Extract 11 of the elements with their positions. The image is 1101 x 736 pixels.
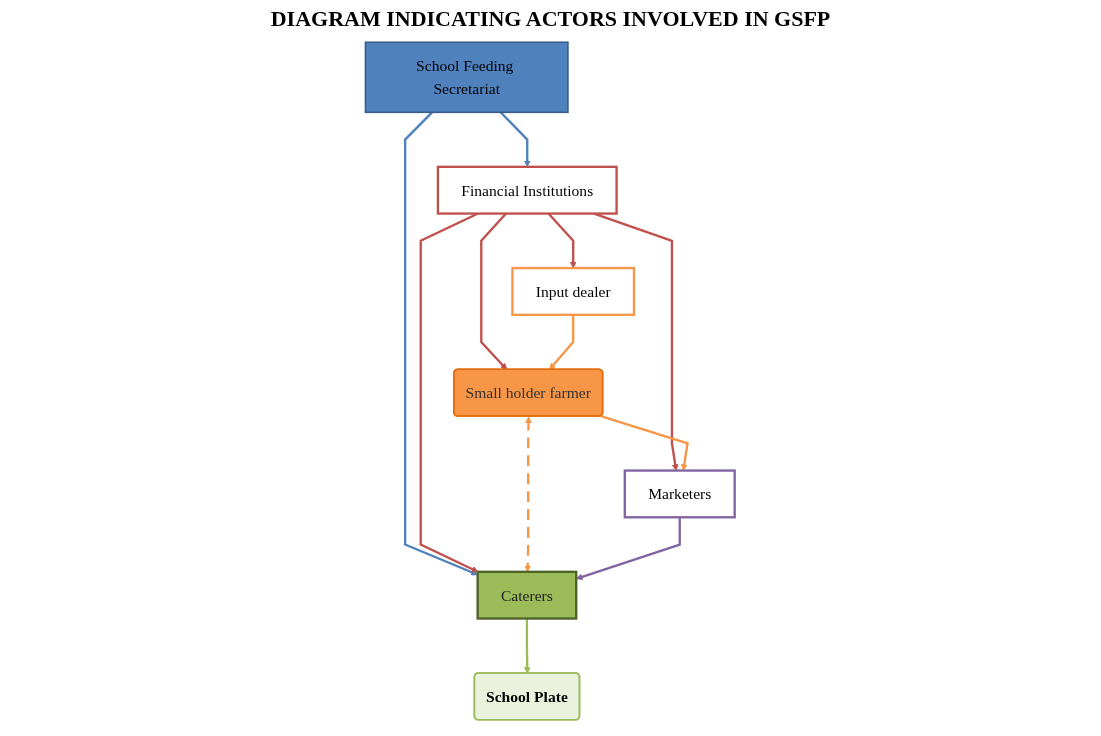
node-box: School Feeding Secretariat <box>365 41 570 114</box>
node-box: Input dealer <box>511 266 636 316</box>
arrow <box>600 414 690 471</box>
diagram-title: DIAGRAM INDICATING ACTORS INVOLVED IN GSFP <box>269 6 832 32</box>
node-box: Marketers <box>624 469 737 519</box>
arrow <box>576 517 682 581</box>
arrow <box>549 314 575 370</box>
arrow <box>404 111 479 576</box>
node-box: Caterers <box>476 570 578 620</box>
node-box: Financial Institutions <box>437 165 619 215</box>
arrow <box>524 618 532 674</box>
